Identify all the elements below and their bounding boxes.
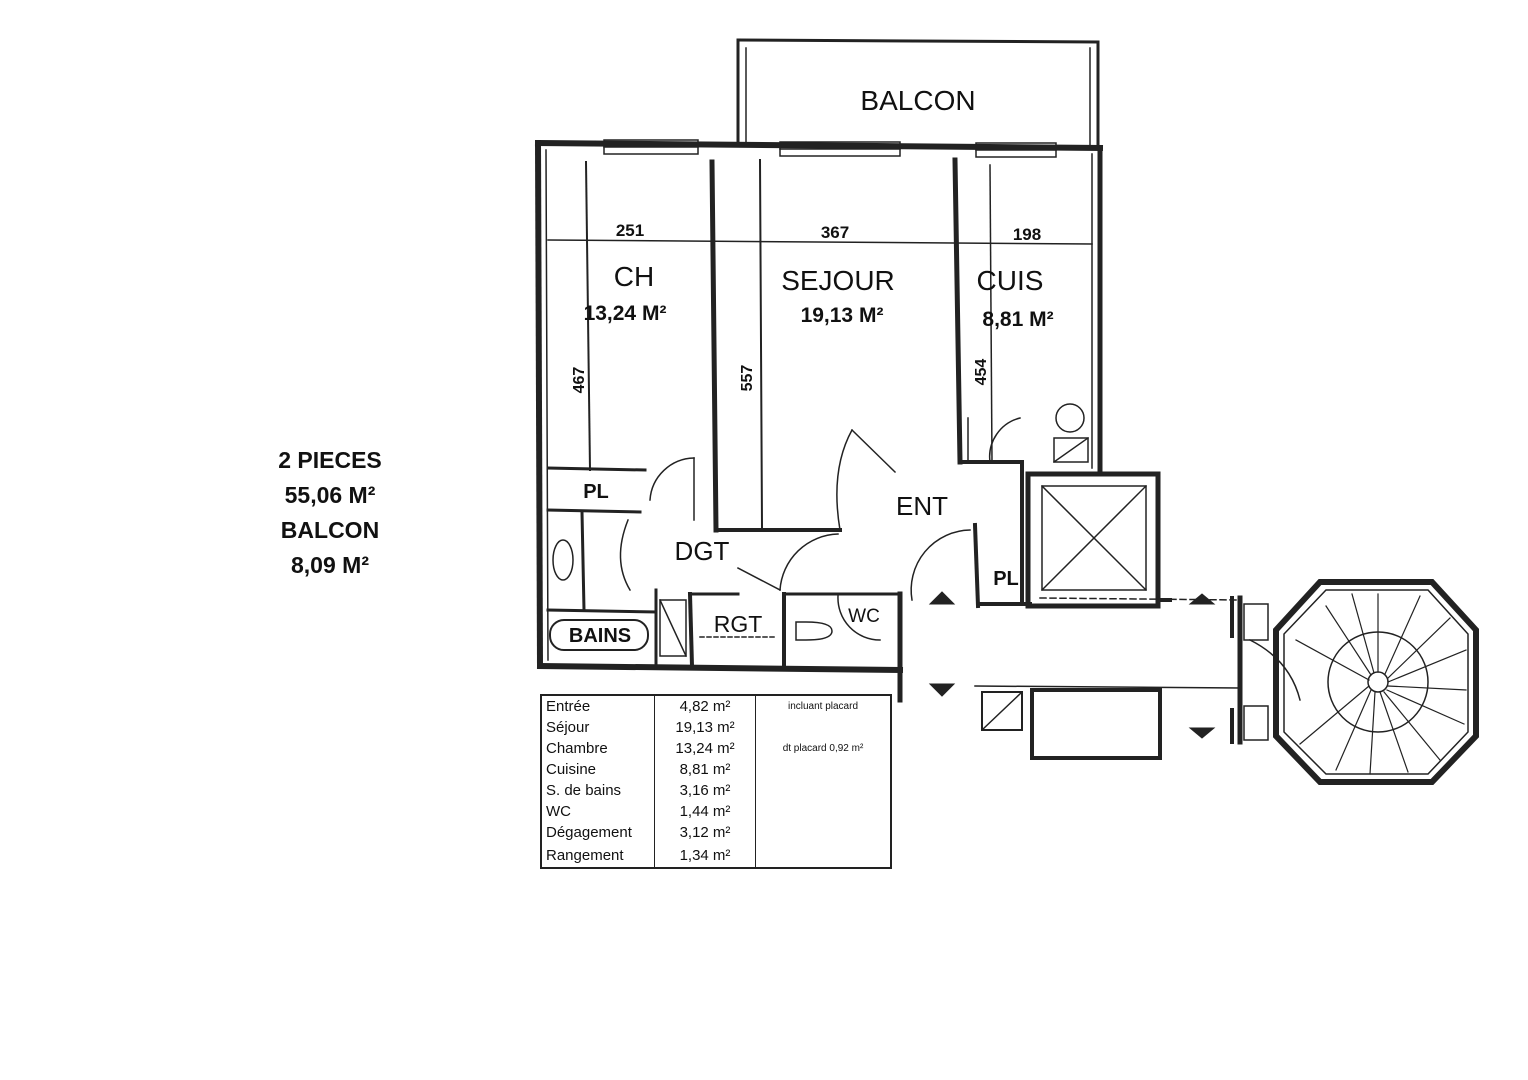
windows <box>603 139 1057 158</box>
depth-ch-label: 467 <box>571 367 588 394</box>
room-note-cell <box>756 780 892 801</box>
summary-rooms: 2 PIECES <box>278 447 382 473</box>
toilet-icon <box>795 621 833 641</box>
room-note-cell <box>756 822 892 843</box>
bathtub-icon <box>549 619 649 651</box>
shelf-unit-icon <box>659 599 687 657</box>
room-area-cell: 1,44 m² <box>654 801 756 822</box>
room-note-cell <box>756 801 892 822</box>
spiral-staircase <box>1237 579 1479 785</box>
room-dgt-label: DGT <box>675 536 730 566</box>
room-area-cell: 3,16 m² <box>654 780 756 801</box>
room-name-cell: Séjour <box>541 717 655 738</box>
balcony-label: BALCON <box>860 85 975 116</box>
closet-ch-label: PL <box>583 481 609 503</box>
room-area-cell: 3,12 m² <box>654 822 756 843</box>
summary-total-area: 55,06 M² <box>284 482 376 508</box>
outer-walls <box>534 139 1104 674</box>
room-note-cell <box>756 717 892 738</box>
room-ent-label: ENT <box>896 491 948 521</box>
room-ch-name: CH <box>614 261 654 292</box>
room-area-cell: 13,24 m² <box>654 738 756 759</box>
apartment-summary: 2 PIECES 55,06 M² BALCON 8,09 M² <box>230 443 430 583</box>
washbasin-icon <box>552 539 574 581</box>
room-name-cell: WC <box>541 801 655 822</box>
landing-corridor <box>974 596 1241 760</box>
balcony-outline <box>736 38 1100 147</box>
summary-balcony-area: 8,09 M² <box>291 552 369 578</box>
room-area-cell: 1,34 m² <box>654 843 756 868</box>
room-ch-area: 13,24 M² <box>584 302 667 325</box>
width-cuis-label: 198 <box>1013 225 1041 244</box>
room-note-cell <box>756 843 892 868</box>
room-name-cell: Chambre <box>541 738 655 759</box>
room-bains-label: BAINS <box>569 625 631 647</box>
elevator-shaft <box>1025 471 1161 609</box>
room-name-cell: Rangement <box>541 843 655 868</box>
room-name-cell: S. de bains <box>541 780 655 801</box>
room-name-cell: Entrée <box>541 695 655 717</box>
direction-arrows <box>928 591 1216 739</box>
depth-cuis-label: 454 <box>973 359 990 386</box>
room-name-cell: Dégagement <box>541 822 655 843</box>
interior-walls <box>546 157 1032 703</box>
door-swings <box>619 417 1021 641</box>
dimension-line <box>547 239 1093 245</box>
room-sejour-area: 19,13 M² <box>801 304 884 327</box>
summary-balcony-title: BALCON <box>280 517 380 543</box>
room-rgt-label: RGT <box>714 611 763 637</box>
room-sejour-name: SEJOUR <box>781 265 895 296</box>
room-note-cell: dt placard 0,92 m² <box>782 743 864 754</box>
kitchen-appliance-icon <box>1055 403 1085 433</box>
room-cuis-area: 8,81 M² <box>982 308 1053 331</box>
room-cuis-name: CUIS <box>977 265 1044 296</box>
width-ch-label: 251 <box>616 221 644 240</box>
room-area-cell: 8,81 m² <box>654 759 756 780</box>
closet-ent-label: PL <box>993 568 1019 590</box>
depth-sejour-label: 557 <box>739 365 756 392</box>
room-wc-label: WC <box>848 606 880 627</box>
room-area-cell: 19,13 m² <box>654 717 756 738</box>
room-note-cell <box>756 759 892 780</box>
width-sejour-label: 367 <box>821 223 849 242</box>
room-name-cell: Cuisine <box>541 759 655 780</box>
room-note-cell: incluant placard <box>787 701 859 712</box>
room-area-cell: 4,82 m² <box>654 695 756 717</box>
